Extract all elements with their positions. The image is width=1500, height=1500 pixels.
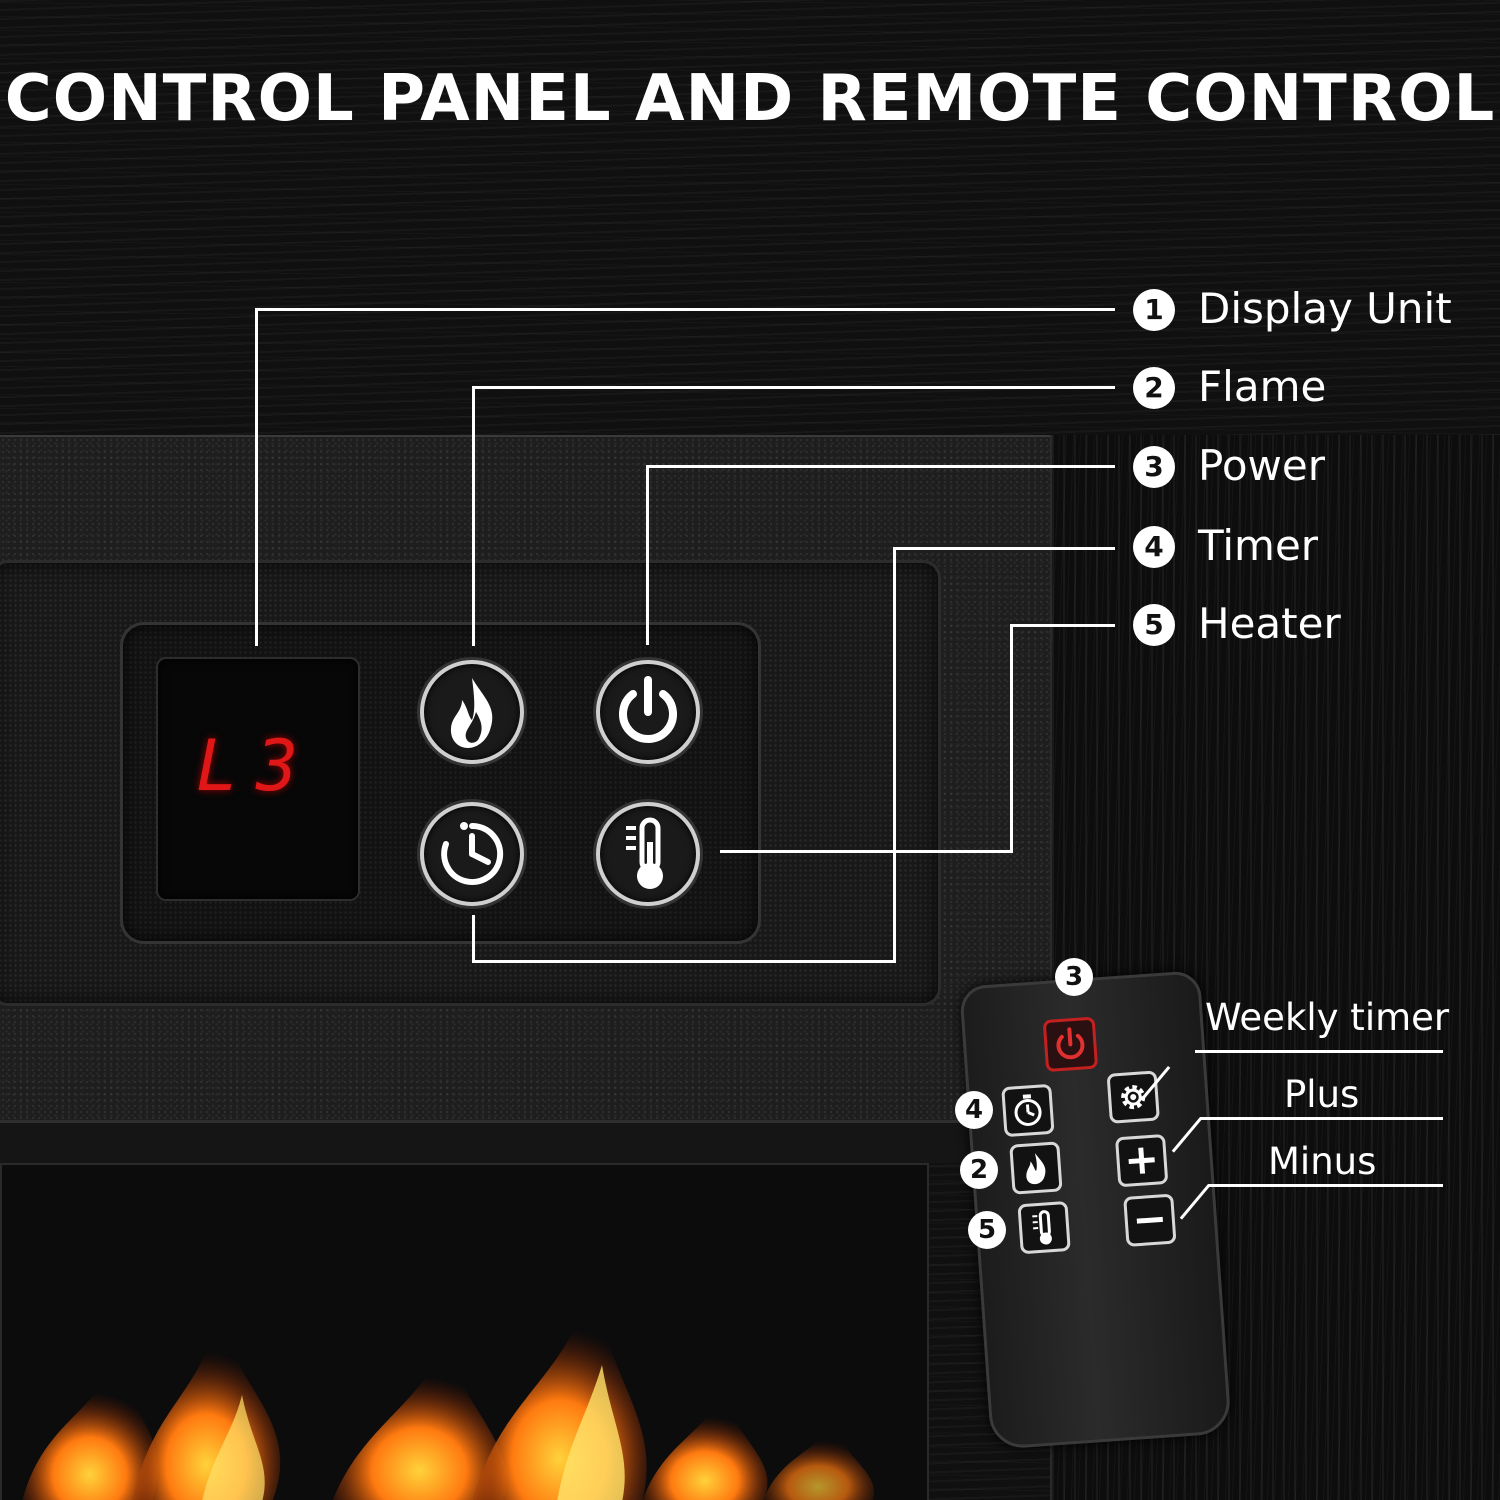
flame-button[interactable] [420, 660, 524, 764]
callout-line-power-drop [646, 465, 649, 645]
page-title: CONTROL PANEL AND REMOTE CONTROL [4, 62, 1496, 136]
callout-label-display-unit: Display Unit [1198, 284, 1452, 333]
power-icon [619, 676, 677, 743]
display-unit [156, 657, 360, 901]
remote-timer-button[interactable] [1001, 1083, 1055, 1138]
remote-power-button[interactable] [1042, 1016, 1099, 1073]
remote-line-weekly-timer [1195, 1050, 1443, 1053]
callout-number-1: 1 [1133, 289, 1175, 331]
flame-icon [450, 678, 493, 748]
panel-divider [0, 1120, 1050, 1163]
power-button[interactable] [596, 660, 700, 764]
callout-number-5: 5 [1133, 604, 1175, 646]
callout-line-heater-drop [1010, 624, 1013, 852]
callout-line-display-drop [255, 308, 258, 646]
callout-line-timer-drop [893, 547, 896, 963]
timer-button[interactable] [420, 802, 524, 906]
display-reading: L3 [195, 725, 317, 807]
callout-line-flame-drop [472, 386, 475, 646]
callout-line-display [255, 308, 1115, 311]
callout-line-timer-bottom [472, 960, 896, 963]
remote-heater-button[interactable] [1017, 1200, 1071, 1255]
remote-label-plus: Plus [1284, 1073, 1360, 1116]
remote-weekly-timer-button[interactable] [1106, 1070, 1160, 1124]
flame-image [2, 1165, 927, 1500]
remote-flame-button[interactable] [1009, 1141, 1063, 1195]
heater-button[interactable] [596, 802, 700, 906]
callout-label-power: Power [1198, 441, 1325, 490]
remote-label-minus: Minus [1268, 1140, 1377, 1183]
remote-marker-heater: 5 [968, 1211, 1006, 1249]
flame-screen [0, 1163, 929, 1500]
callout-label-flame: Flame [1198, 362, 1327, 411]
plus-icon [1128, 1147, 1155, 1174]
timer-icon [441, 822, 504, 885]
callout-label-heater: Heater [1198, 599, 1341, 648]
remote-label-weekly-timer: Weekly timer [1205, 996, 1450, 1039]
thermometer-icon [1032, 1210, 1052, 1245]
remote-line-plus [1200, 1117, 1443, 1120]
callout-line-timer-rise [472, 915, 475, 963]
callout-number-2: 2 [1133, 367, 1175, 409]
flame-icon [1026, 1153, 1046, 1185]
power-icon [1056, 1027, 1085, 1060]
thermometer-icon [626, 817, 663, 889]
callout-line-heater-end [720, 850, 1013, 853]
callout-number-3: 3 [1133, 446, 1175, 488]
callout-label-timer: Timer [1198, 521, 1319, 570]
callout-line-power [646, 465, 1115, 468]
remote-minus-button[interactable] [1123, 1193, 1177, 1247]
remote-plus-button[interactable] [1114, 1133, 1169, 1188]
remote-marker-flame: 2 [960, 1151, 998, 1189]
remote-marker-power: 3 [1055, 958, 1093, 996]
remote-marker-timer: 4 [955, 1091, 993, 1129]
callout-line-timer [893, 547, 1115, 550]
callout-number-4: 4 [1133, 526, 1175, 568]
callout-line-heater [1010, 624, 1115, 627]
minus-icon [1136, 1216, 1163, 1224]
remote-control [959, 970, 1232, 1450]
timer-icon [1014, 1094, 1042, 1126]
gear-icon [1121, 1085, 1146, 1110]
callout-line-flame [472, 386, 1115, 389]
remote-line-minus [1208, 1184, 1443, 1187]
